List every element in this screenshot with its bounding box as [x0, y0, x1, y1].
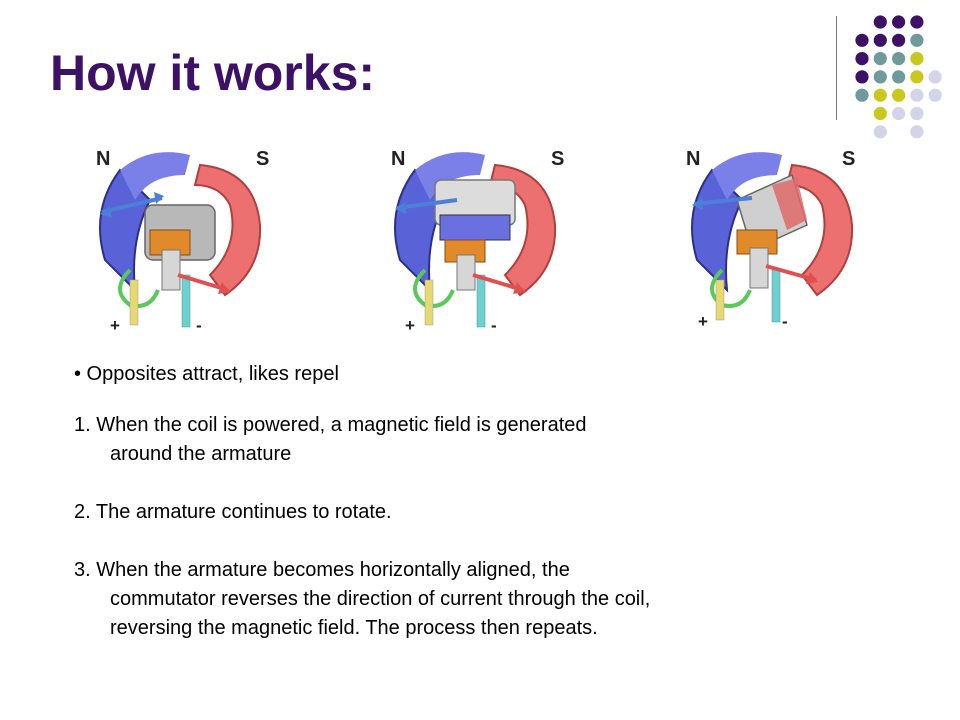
positive-terminal-label: + [405, 316, 415, 335]
decorative-divider [836, 16, 837, 120]
motor-diagram-2 [394, 152, 557, 328]
decorative-dot [910, 33, 924, 47]
step-1-continuation: around the armature [110, 443, 292, 465]
decorative-dot [892, 15, 906, 29]
decorative-dot [910, 70, 924, 84]
bullet-point: • Opposites attract, likes repel [74, 363, 339, 385]
step-3-first-line: 3. When the armature becomes horizontall… [74, 559, 570, 581]
decorative-dot [873, 52, 887, 66]
decorative-dot [892, 88, 906, 102]
decorative-dot [910, 88, 924, 102]
decorative-dot [855, 70, 869, 84]
decorative-dot [928, 88, 942, 102]
decorative-dot [855, 33, 869, 47]
motor-illustrations: N S + - N S + [0, 130, 960, 345]
step-3: 3. When the armature becomes horizontall… [74, 556, 734, 643]
step-1-first-line: 1. When the coil is powered, a magnetic … [74, 414, 587, 436]
step-1: 1. When the coil is powered, a magnetic … [74, 411, 734, 469]
motor-illustration-1: N S + - [90, 130, 280, 345]
decorative-dot [873, 15, 887, 29]
motor-diagram-3 [691, 152, 854, 323]
south-pole-label: S [551, 148, 565, 170]
motor-diagram-1 [99, 152, 262, 328]
step-2-first-line: 2. The armature continues to rotate. [74, 501, 392, 523]
decorative-dot [892, 52, 906, 66]
north-pole-label: N [686, 148, 701, 170]
negative-terminal-label: - [196, 316, 202, 335]
decorative-dot [910, 106, 924, 121]
decorative-dot [855, 52, 869, 66]
decorative-dot [910, 15, 924, 29]
south-pole-label: S [842, 148, 856, 170]
positive-terminal-label: + [698, 312, 708, 331]
step-3-continuation: commutator reverses the direction of cur… [110, 588, 651, 639]
negative-terminal-label: - [782, 312, 788, 331]
decorative-dot [873, 106, 887, 121]
motor-illustration-2: N S + - [385, 130, 575, 345]
south-pole-label: S [256, 148, 270, 170]
decorative-dot [873, 70, 887, 84]
decorative-dot [892, 106, 906, 121]
motor-illustration-3: N S + - [682, 130, 872, 345]
decorative-dot [910, 52, 924, 66]
decorative-dot [892, 33, 906, 47]
north-pole-label: N [96, 148, 111, 170]
decorative-dot [873, 33, 887, 47]
slide-title: How it works: [50, 45, 376, 101]
negative-terminal-label: - [491, 316, 497, 335]
positive-terminal-label: + [110, 316, 120, 335]
north-pole-label: N [391, 148, 406, 170]
decorative-dot [855, 88, 869, 102]
decorative-dot [928, 70, 942, 84]
decorative-dot [873, 88, 887, 102]
explanation-text: • Opposites attract, likes repel 1. When… [74, 360, 734, 672]
decorative-dot [892, 70, 906, 84]
step-2: 2. The armature continues to rotate. [74, 498, 734, 527]
